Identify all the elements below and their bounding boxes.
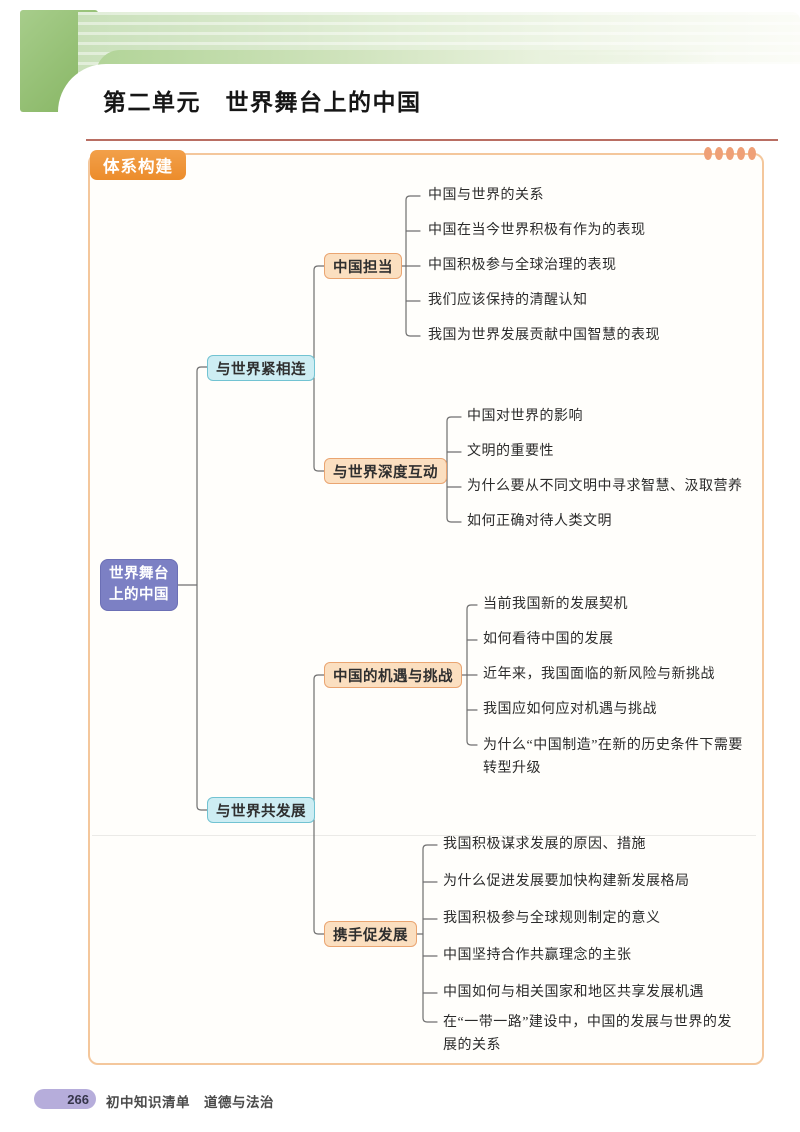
leaf-item: 中国积极参与全球治理的表现 bbox=[428, 258, 617, 273]
dot-icon bbox=[726, 147, 734, 160]
leaf-item: 中国与世界的关系 bbox=[428, 188, 544, 203]
page-number: 266 bbox=[67, 1091, 89, 1107]
root-node-label-line2: 上的中国 bbox=[109, 587, 169, 603]
leaf-item: 中国如何与相关国家和地区共享发展机遇 bbox=[443, 985, 704, 1000]
leaf-item: 当前我国新的发展契机 bbox=[483, 597, 628, 612]
footer-book-title: 初中知识清单 道德与法治 bbox=[106, 1095, 274, 1110]
leaf-item: 为什么“中国制造”在新的历史条件下需要转型升级 bbox=[483, 738, 743, 776]
branch-node-develop-with-world: 与世界共发展 bbox=[207, 797, 315, 823]
leaf-item: 文明的重要性 bbox=[467, 444, 554, 459]
leaf-item: 中国坚持合作共赢理念的主张 bbox=[443, 948, 632, 963]
subbranch-node-deep-interaction: 与世界深度互动 bbox=[324, 458, 447, 484]
leaf-item: 我们应该保持的清醒认知 bbox=[428, 293, 588, 308]
leaf-item: 如何正确对待人类文明 bbox=[467, 514, 612, 529]
leaf-item: 我国积极谋求发展的原因、措施 bbox=[443, 837, 646, 852]
leaf-item: 为什么要从不同文明中寻求智慧、汲取营养 bbox=[467, 479, 743, 494]
leaf-item: 中国对世界的影响 bbox=[467, 409, 583, 424]
leaf-item: 在“一带一路”建设中，中国的发展与世界的发展的关系 bbox=[443, 1015, 732, 1053]
dot-icon bbox=[748, 147, 756, 160]
concept-map-frame bbox=[88, 153, 764, 1065]
dot-icon bbox=[737, 147, 745, 160]
leaf-item: 如何看待中国的发展 bbox=[483, 632, 614, 647]
leaf-item: 中国在当今世界积极有作为的表现 bbox=[428, 223, 646, 238]
section-label: 体系构建 bbox=[90, 150, 186, 180]
branch-node-connected-with-world: 与世界紧相连 bbox=[207, 355, 315, 381]
scan-split-line bbox=[92, 835, 756, 836]
root-node-label-line1: 世界舞台 bbox=[109, 565, 169, 582]
dot-icon bbox=[704, 147, 712, 160]
page-number-badge: 266 bbox=[34, 1089, 96, 1109]
dot-icon bbox=[715, 147, 723, 160]
root-node: 世界舞台 上的中国 bbox=[100, 559, 178, 611]
leaf-item: 为什么促进发展要加快构建新发展格局 bbox=[443, 874, 690, 889]
leaf-item: 我国为世界发展贡献中国智慧的表现 bbox=[428, 328, 660, 343]
title-underline bbox=[86, 139, 778, 141]
page-title: 第二单元 世界舞台上的中国 bbox=[103, 89, 422, 115]
subbranch-node-opportunities-challenges: 中国的机遇与挑战 bbox=[324, 662, 462, 688]
subbranch-node-china-responsibility: 中国担当 bbox=[324, 253, 402, 279]
leaf-item: 我国积极参与全球规则制定的意义 bbox=[443, 911, 661, 926]
subbranch-node-joint-development: 携手促发展 bbox=[324, 921, 417, 947]
corner-dots bbox=[704, 147, 756, 160]
leaf-item: 近年来，我国面临的新风险与新挑战 bbox=[483, 667, 715, 682]
leaf-item: 我国应如何应对机遇与挑战 bbox=[483, 702, 657, 717]
